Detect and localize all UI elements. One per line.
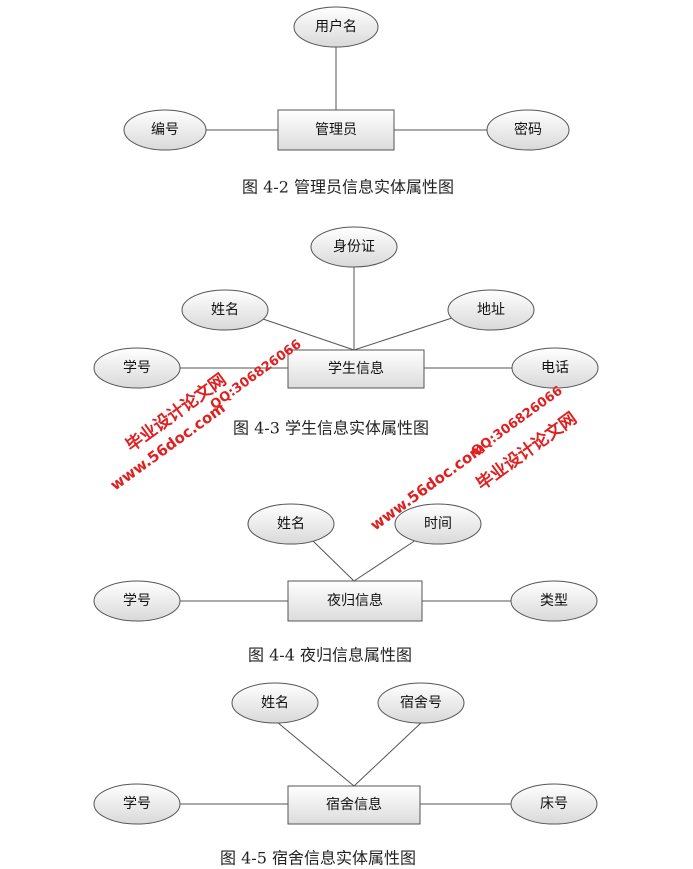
edge-night-name <box>311 539 355 582</box>
svg-text:夜归信息: 夜归信息 <box>327 592 383 609</box>
attribute-night-number: 学号 <box>93 580 181 622</box>
edge-student-address <box>353 317 453 351</box>
attribute-time: 时间 <box>394 503 482 545</box>
diagram-student: 身份证 姓名 地址 学号 电话 学生信息 图 4-3 学生信息实体属性图 <box>93 226 599 438</box>
attribute-id: 编号 <box>123 109 207 151</box>
svg-text:学生信息: 学生信息 <box>328 360 384 377</box>
svg-text:身份证: 身份证 <box>333 239 375 255</box>
svg-text:时间: 时间 <box>424 516 452 532</box>
svg-text:管理员: 管理员 <box>315 122 357 138</box>
svg-text:宿舍号: 宿舍号 <box>400 694 442 711</box>
watermark-left: www.56doc.com 毕业设计论文网 QQ:306826066 <box>107 337 305 494</box>
svg-text:学号: 学号 <box>123 796 151 812</box>
edge-dorm-room <box>353 721 423 787</box>
diagram-night-return: 姓名 时间 学号 类型 夜归信息 图 4-4 夜归信息属性图 <box>93 503 598 665</box>
attribute-idcard: 身份证 <box>310 226 398 268</box>
svg-text:电话: 电话 <box>541 360 569 376</box>
attribute-type: 类型 <box>510 580 598 622</box>
attribute-address: 地址 <box>447 289 535 331</box>
entity-dorm: 宿舍信息 <box>287 785 421 825</box>
caption-admin: 图 4-2 管理员信息实体属性图 <box>242 178 454 197</box>
attribute-dorm-name: 姓名 <box>231 682 319 724</box>
attribute-night-name: 姓名 <box>247 503 335 545</box>
edge-dorm-name <box>276 721 355 787</box>
svg-text:学号: 学号 <box>123 593 151 609</box>
caption-night-return: 图 4-4 夜归信息属性图 <box>248 646 412 665</box>
svg-text:学号: 学号 <box>123 360 151 376</box>
edge-student-name <box>259 317 355 351</box>
svg-text:姓名: 姓名 <box>261 695 289 711</box>
svg-text:密码: 密码 <box>514 121 542 138</box>
svg-text:用户名: 用户名 <box>315 18 357 35</box>
svg-text:姓名: 姓名 <box>211 302 239 318</box>
diagram-admin: 用户名 编号 密码 管理员 图 4-2 管理员信息实体属性图 <box>123 6 570 197</box>
svg-text:类型: 类型 <box>540 593 568 609</box>
svg-text:床号: 床号 <box>540 796 568 812</box>
attribute-password: 密码 <box>486 109 570 151</box>
attribute-student-number: 学号 <box>93 347 181 389</box>
attribute-bed-number: 床号 <box>510 783 598 825</box>
svg-text:宿舍信息: 宿舍信息 <box>326 796 382 813</box>
attribute-room-number: 宿舍号 <box>377 682 465 724</box>
svg-text:编号: 编号 <box>151 122 179 138</box>
entity-night-return: 夜归信息 <box>287 580 423 622</box>
caption-student: 图 4-3 学生信息实体属性图 <box>233 419 429 438</box>
svg-text:地址: 地址 <box>477 302 505 318</box>
attribute-username: 用户名 <box>293 6 379 48</box>
diagram-dorm: 姓名 宿舍号 学号 床号 宿舍信息 图 4-5 宿舍信息实体属性图 <box>93 682 598 868</box>
svg-text:姓名: 姓名 <box>277 516 305 532</box>
attribute-name: 姓名 <box>181 289 269 331</box>
edge-night-time <box>353 539 417 582</box>
entity-student: 学生信息 <box>287 349 425 389</box>
entity-admin: 管理员 <box>277 109 395 151</box>
attribute-dorm-student-number: 学号 <box>93 783 181 825</box>
attribute-phone: 电话 <box>511 347 599 389</box>
caption-dorm: 图 4-5 宿舍信息实体属性图 <box>220 849 416 868</box>
